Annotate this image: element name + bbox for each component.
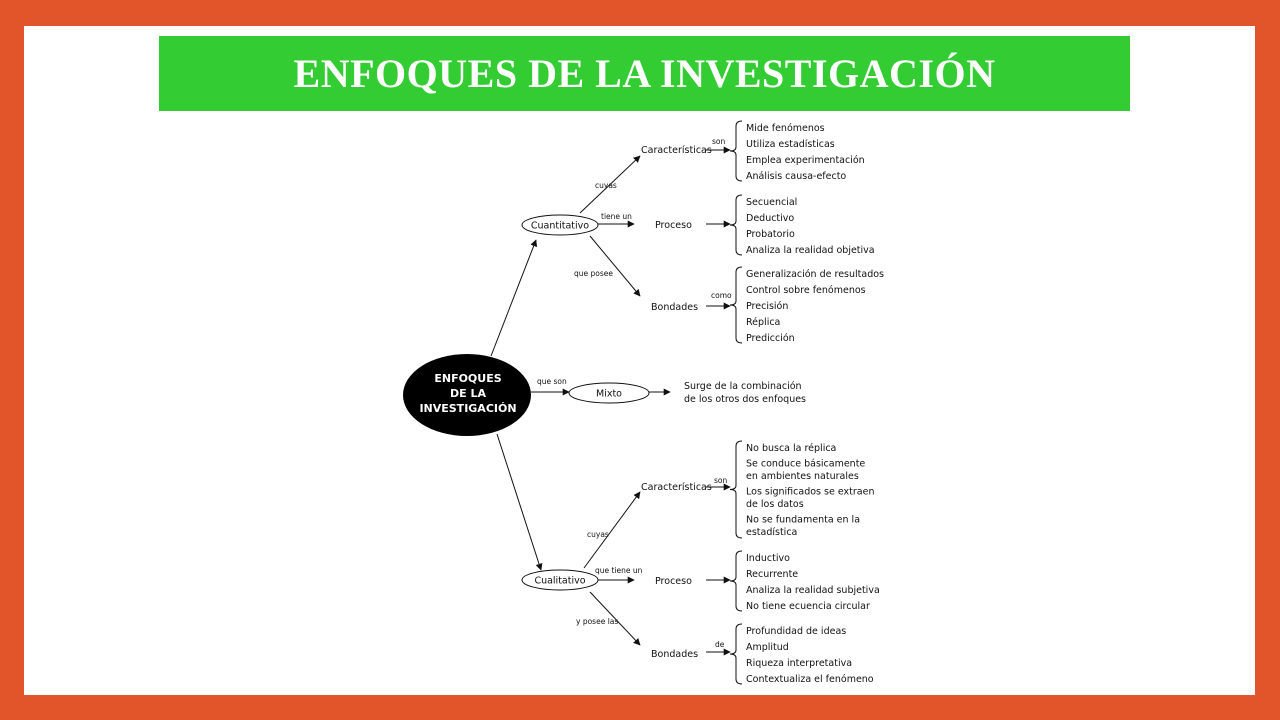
edge-center-cuantitativo (490, 239, 537, 357)
brace-cuali-proc (729, 550, 743, 612)
label-cuali-caracteristicas: Características (641, 482, 712, 493)
link-cuanti-tieneun: tiene un (601, 212, 632, 221)
cuali-car-item-3-0: No se fundamenta en la (746, 515, 860, 526)
cuanti-proc-item-0: Secuencial (746, 197, 797, 208)
slide: ENFOQUES DE LA INVESTIGACIÓN ENFOQUES DE … (24, 26, 1255, 695)
cuali-car-item-3-1: estadística (746, 527, 797, 538)
link-cuali-cuyas: cuyas (587, 530, 609, 539)
brace-cuali-car (729, 440, 743, 539)
link-cuali-quetieneun: que tiene un (595, 566, 643, 575)
cuali-car-item-0-0: No busca la réplica (746, 443, 836, 454)
edge-cuanti-caracteristicas (579, 155, 641, 214)
brace-cuanti-bond (729, 266, 743, 344)
node-cuantitativo-label: Cuantitativo (531, 221, 589, 232)
cuanti-car-item-3: Análisis causa-efecto (746, 171, 846, 182)
cuali-proc-item-1: Recurrente (746, 569, 798, 580)
link-cuali-son: son (714, 476, 727, 485)
cuali-bond-item-0: Profundidad de ideas (746, 626, 846, 637)
center-node (403, 354, 531, 436)
cuanti-car-item-2: Emplea experimentación (746, 155, 865, 166)
center-line-2: INVESTIGACIÓN (419, 402, 516, 415)
edge-cuali-bondades (589, 591, 641, 646)
label-cuanti-bondades: Bondades (651, 302, 698, 313)
cuali-car-item-2-1: de los datos (746, 499, 804, 510)
cuali-bond-item-1: Amplitud (746, 642, 789, 653)
cuali-proc-item-0: Inductivo (746, 553, 790, 564)
link-cuali-yposeelas: y posee las (576, 617, 618, 626)
cuali-car-item-1-0: Se conduce básicamente (746, 459, 865, 470)
link-mixto: que son (537, 377, 567, 386)
brace-cuanti-proc (729, 194, 743, 256)
mixto-desc-0: Surge de la combinación (684, 381, 802, 392)
cuanti-car-item-0: Mide fenómenos (746, 123, 825, 134)
cuanti-bond-item-2: Precisión (746, 301, 788, 312)
cuanti-proc-item-2: Probatorio (746, 229, 795, 240)
node-mixto-label: Mixto (596, 389, 622, 400)
cuanti-proc-item-1: Deductivo (746, 213, 794, 224)
cuanti-car-item-1: Utiliza estadísticas (746, 139, 835, 150)
node-cualitativo-label: Cualitativo (534, 576, 585, 587)
edge-cuanti-bondades (589, 235, 641, 297)
cuanti-bond-item-3: Réplica (746, 317, 780, 328)
cuali-car-item-1-1: en ambientes naturales (746, 471, 859, 482)
link-cuanti-queposee: que posee (574, 269, 613, 278)
cuanti-bond-item-4: Predicción (746, 333, 795, 344)
cuanti-proc-item-3: Analiza la realidad objetiva (746, 245, 875, 256)
page-title: ENFOQUES DE LA INVESTIGACIÓN (293, 51, 996, 96)
label-cuali-proceso: Proceso (655, 576, 692, 587)
edge-cuali-caracteristicas (583, 491, 641, 569)
cuanti-bond-item-0: Generalización de resultados (746, 269, 884, 280)
title-bar: ENFOQUES DE LA INVESTIGACIÓN (159, 36, 1130, 111)
mixto-desc-1: de los otros dos enfoques (684, 394, 806, 405)
link-cuanti-cuyas: cuyas (595, 181, 617, 190)
center-line-1: DE LA (450, 387, 486, 400)
cuali-proc-item-2: Analiza la realidad subjetiva (746, 585, 880, 596)
link-cuanti-como: como (711, 291, 732, 300)
cuali-bond-item-3: Contextualiza el fenómeno (746, 674, 874, 685)
cuali-car-item-2-0: Los significados se extraen (746, 487, 874, 498)
label-cuali-bondades: Bondades (651, 649, 698, 660)
cuanti-bond-item-1: Control sobre fenómenos (746, 285, 866, 296)
edge-center-cualitativo (496, 433, 543, 571)
cuali-bond-item-2: Riqueza interpretativa (746, 658, 852, 669)
brace-cuali-bond (729, 623, 743, 685)
link-cuali-de: de (715, 640, 725, 649)
label-cuanti-proceso: Proceso (655, 220, 692, 231)
node-cualitativo (521, 569, 599, 591)
concept-map: ENFOQUES DE LA INVESTIGACIÓN Cuantitativo cu… (403, 120, 884, 685)
link-cuanti-son: son (712, 137, 725, 146)
brace-cuanti-car (729, 120, 743, 182)
node-cuantitativo (521, 214, 599, 236)
center-line-0: ENFOQUES (434, 372, 501, 385)
cuali-proc-item-3: No tiene ecuencia circular (746, 601, 870, 612)
label-cuanti-caracteristicas: Características (641, 145, 712, 156)
node-mixto (568, 382, 650, 404)
